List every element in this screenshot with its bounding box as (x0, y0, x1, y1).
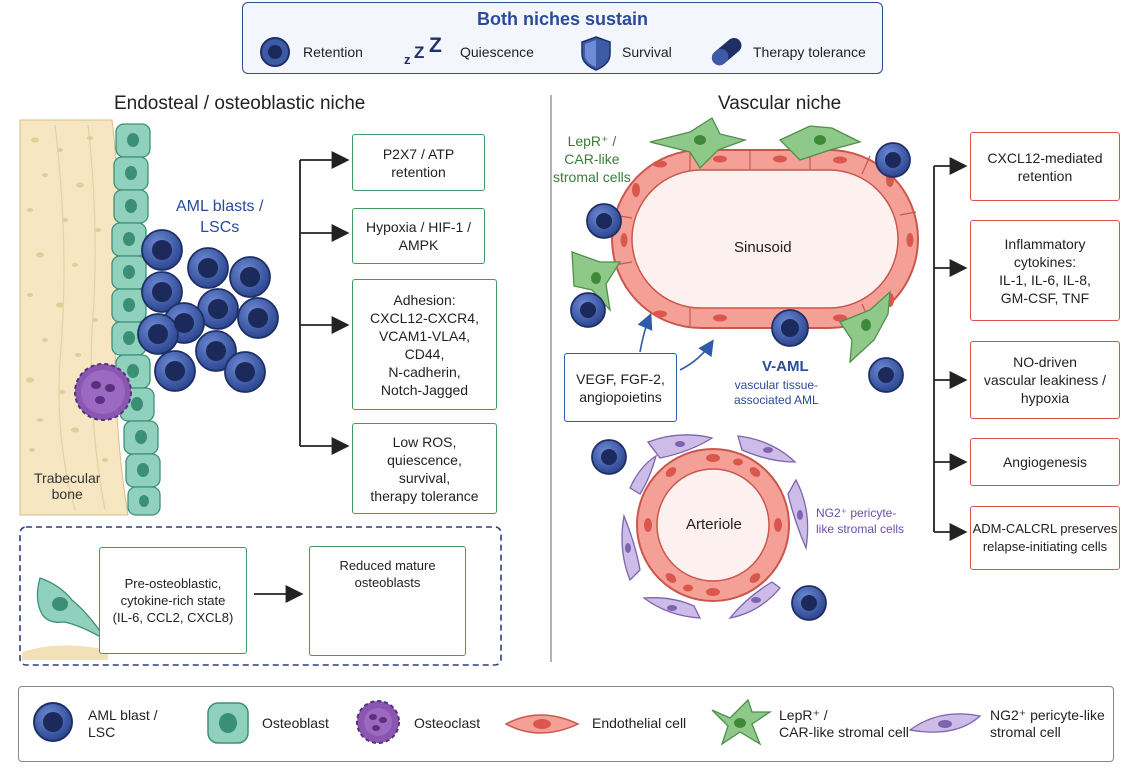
ng2-pericyte-icon (908, 713, 982, 733)
lepr-stromal-label: LepR⁺ / CAR-like stromal cells (553, 133, 631, 185)
cxcl12-retention-box: CXCL12-mediated retention (970, 132, 1120, 201)
angiogenesis-box: Angiogenesis (970, 438, 1120, 486)
osteoclast (74, 363, 132, 421)
growth-factors-box: VEGF, FGF-2, angiopoietins (564, 353, 677, 422)
adhesion-box: Adhesion: CXCL12-CXCR4, VCAM1-VLA4, CD44… (352, 279, 497, 410)
v-aml-subtitle: vascular tissue- associated AML (734, 378, 819, 407)
legend-osteoblast-label: Osteoblast (262, 715, 329, 731)
adm-calcrl-box: ADM-CALCRL preserves relapse-initiating … (970, 506, 1120, 570)
osteoblast-icon (207, 702, 249, 744)
ng2-pericyte-label: NG2⁺ pericyte- like stromal cells (816, 506, 905, 536)
p2x7-box: P2X7 / ATP retention (352, 134, 485, 191)
therapy-tolerance-label: Therapy tolerance (753, 44, 866, 60)
vascular-niche-title: Vascular niche (718, 93, 842, 114)
aml-blast-icon (33, 702, 73, 742)
endosteal-niche-title: Endosteal / osteoblastic niche (114, 93, 366, 114)
v-aml-title: V-AML (762, 358, 809, 375)
shared-functions-panel: Both niches sustain (242, 2, 883, 74)
arteriole-label: Arteriole (686, 516, 742, 533)
vascular-arrows (933, 157, 968, 541)
pre-osteoblastic-box: Pre-osteoblastic, cytokine-rich state (I… (99, 547, 247, 654)
osteoclast-icon (356, 700, 400, 744)
shield-icon (581, 36, 611, 71)
retention-label: Retention (303, 44, 363, 60)
cell-legend (18, 686, 1114, 762)
capsule-icon (711, 38, 742, 66)
sinusoid-vessel (611, 149, 919, 329)
svg-text:z: z (404, 52, 411, 67)
aml-blast-cluster (137, 229, 279, 393)
lepr-stromal-cell-icon (711, 698, 773, 746)
trabecular-bone (19, 119, 129, 516)
low-ros-box: Low ROS, quiescence, survival, therapy t… (352, 423, 497, 514)
legend-osteoclast-label: Osteoclast (414, 715, 481, 731)
endosteal-arrows (299, 151, 350, 455)
shared-functions-title: Both niches sustain (476, 9, 649, 29)
svg-text:Z: Z (414, 43, 424, 62)
reduced-osteoblasts-box: Reduced mature osteoblasts (309, 546, 466, 656)
trabecular-bone-label: Trabecular bone (34, 470, 101, 502)
svg-text:Z: Z (429, 34, 442, 57)
aml-blasts-label: AML blasts / LSCs (176, 198, 264, 236)
legend-aml-blast-label: AML blast / LSC (88, 707, 158, 740)
legend-ng2-label: NG2⁺ pericyte-like stromal cell (990, 707, 1105, 740)
inset-frame (19, 526, 502, 666)
zzz-icon: z Z Z (404, 34, 442, 67)
legend-lepr-label: LepR⁺ / CAR-like stromal cell (779, 707, 909, 740)
no-leakiness-box: NO-driven vascular leakiness / hypoxia (970, 341, 1120, 419)
inset-stromal-cell (22, 577, 156, 660)
survival-label: Survival (622, 44, 672, 60)
retention-icon (260, 37, 290, 67)
sinusoid-label: Sinusoid (734, 239, 792, 256)
endothelial-cell-icon (504, 714, 580, 734)
inflammatory-cytokines-box: Inflammatory cytokines: IL-1, IL-6, IL-8… (970, 220, 1120, 321)
quiescence-label: Quiescence (460, 44, 534, 60)
arteriole-vessel (636, 448, 790, 602)
hypoxia-box: Hypoxia / HIF-1 / AMPK (352, 208, 485, 264)
legend-endothelial-label: Endothelial cell (592, 715, 687, 731)
